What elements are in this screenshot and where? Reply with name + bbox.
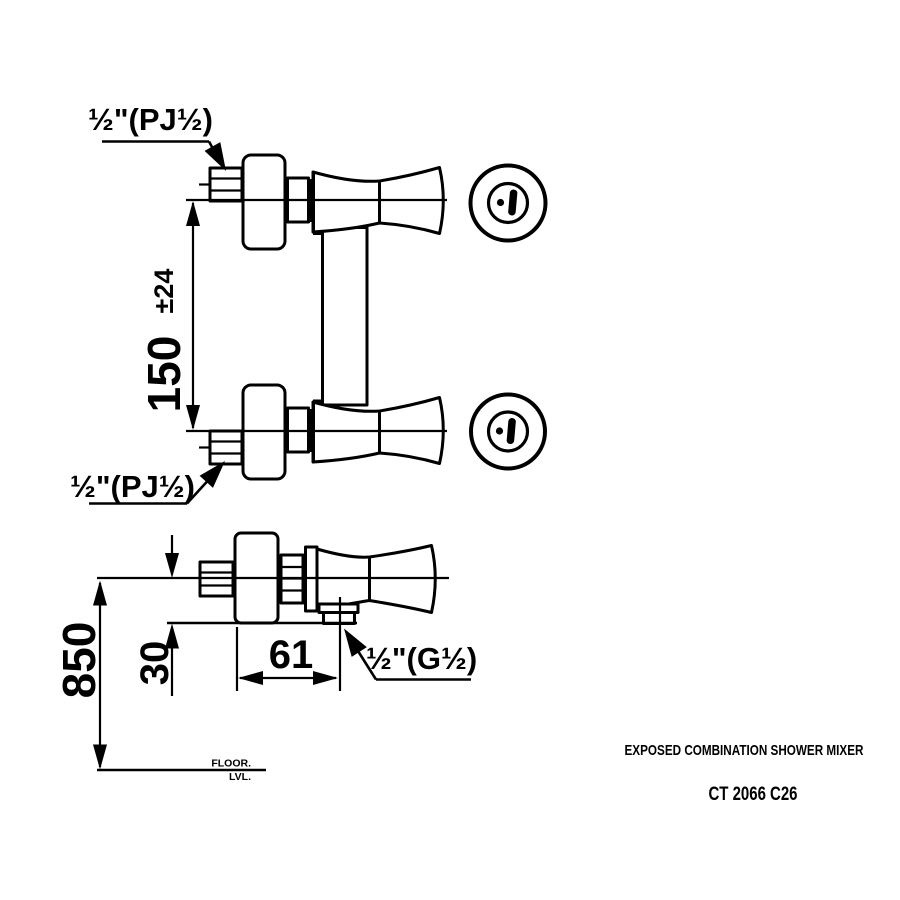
dim-drop-value: 30: [133, 641, 177, 686]
inlet-top-text: ½"(PJ½): [88, 102, 213, 137]
inlet-bottom-text: ½"(PJ½): [70, 469, 195, 504]
arrow-down-icon: [93, 744, 107, 770]
arrow-down-icon: [165, 553, 179, 578]
wall-flange-top: [241, 153, 287, 251]
floor-sublabel: LVL.: [229, 771, 251, 783]
arrow-left-icon: [238, 671, 263, 685]
inlet-nut-top: [199, 166, 244, 203]
dim-spacing-value: 150: [138, 336, 190, 413]
leader-arrow-icon: [204, 142, 226, 171]
arrow-up-icon: [186, 201, 200, 226]
index-bar-icon: [508, 189, 518, 216]
leader-arrow-icon: [199, 461, 225, 488]
dim-spacing-tolerance: ±24: [149, 269, 179, 314]
outlet-label: ½"(G½): [344, 628, 477, 681]
dim-height-value: 850: [53, 622, 105, 699]
floor-level: FLOOR. LVL.: [97, 758, 266, 783]
side-outlet-fitting: [317, 602, 360, 625]
inlet-label-top: ½"(PJ½): [88, 102, 226, 171]
inlet-nut-bottom: [199, 429, 244, 466]
index-bar-icon: [506, 418, 516, 444]
title-block: EXPOSED COMBINATION SHOWER MIXER CT 2066…: [625, 742, 864, 805]
dim-offset-value: 61: [269, 633, 314, 677]
inlet-label-bottom: ½"(PJ½): [70, 461, 225, 505]
index-dot-icon: [495, 427, 504, 435]
handle-cap-bottom: [469, 392, 547, 471]
arrow-up-icon: [93, 580, 107, 606]
dimension-valve-spacing: 150 ±24: [138, 201, 200, 430]
floor-label: FLOOR.: [211, 758, 251, 770]
handle-cap-top: [468, 163, 548, 243]
arrow-right-icon: [313, 671, 338, 685]
arrow-up-icon: [165, 623, 179, 649]
side-view: 30 850 FLOOR. LVL. 61 ½"(G½): [53, 531, 477, 783]
product-name: EXPOSED COMBINATION SHOWER MIXER: [625, 742, 864, 759]
dimension-height-from-floor: 850: [53, 580, 107, 770]
dimension-outlet-drop: 30: [133, 535, 179, 696]
index-dot-icon: [496, 198, 505, 207]
leader-arrow-icon: [344, 628, 367, 657]
model-code: CT 2066 C26: [709, 784, 798, 805]
arrow-down-icon: [186, 405, 200, 430]
outlet-text: ½"(G½): [366, 641, 477, 676]
connecting-bar: [313, 226, 369, 407]
dimension-outlet-offset: 61: [235, 597, 342, 691]
front-view: 150 ±24 ½"(PJ½) ½"(PJ½): [70, 102, 548, 505]
